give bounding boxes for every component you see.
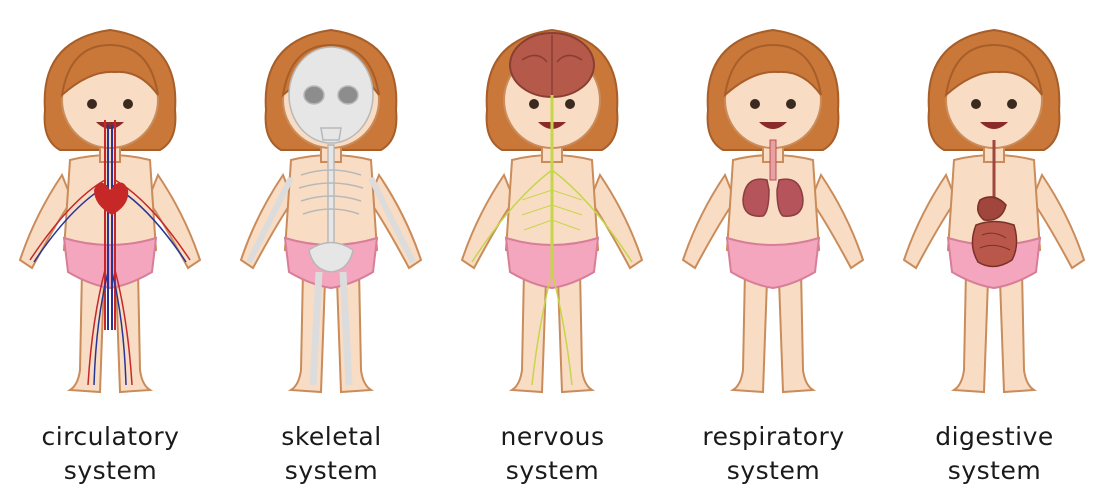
child-respiratory-icon	[663, 0, 884, 420]
label-line-2: system	[221, 454, 442, 488]
label-nervous-system: nervous system	[442, 420, 663, 488]
figure-nervous: nervous system	[442, 0, 663, 491]
figure-skeletal: skeletal system	[221, 0, 442, 491]
label-line-2: system	[442, 454, 663, 488]
figure-digestive: digestive system	[884, 0, 1105, 491]
label-line-2: system	[884, 454, 1105, 488]
child-skeletal-icon	[221, 0, 442, 420]
label-line-2: system	[663, 454, 884, 488]
label-line-1: digestive	[884, 420, 1105, 454]
figure-respiratory: respiratory system	[663, 0, 884, 491]
label-line-1: respiratory	[663, 420, 884, 454]
child-digestive-icon	[884, 0, 1105, 420]
label-line-1: circulatory	[0, 420, 221, 454]
label-line-1: skeletal	[221, 420, 442, 454]
label-circulatory-system: circulatory system	[0, 420, 221, 488]
label-skeletal-system: skeletal system	[221, 420, 442, 488]
label-line-2: system	[0, 454, 221, 488]
child-circulatory-icon	[0, 0, 221, 420]
child-nervous-icon	[442, 0, 663, 420]
label-digestive-system: digestive system	[884, 420, 1105, 488]
label-respiratory-system: respiratory system	[663, 420, 884, 488]
figure-circulatory: circulatory system	[0, 0, 221, 491]
label-line-1: nervous	[442, 420, 663, 454]
